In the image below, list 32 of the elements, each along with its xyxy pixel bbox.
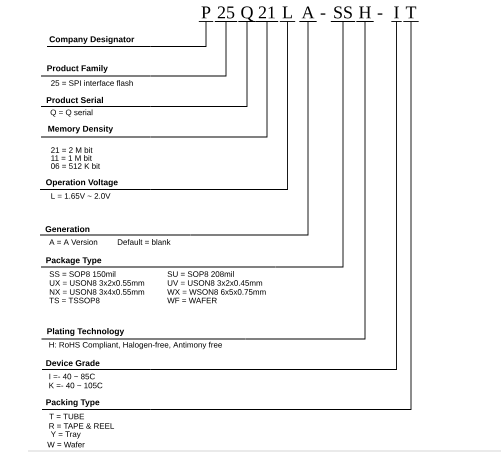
leader-line [150,21,397,370]
code-letter: P [198,6,214,22]
separator-dash: - [378,13,382,15]
section-heading: Device Grade [46,360,100,366]
code-letter: L [279,6,296,22]
code-letter: H [356,6,374,22]
leader-line [150,21,288,190]
section-heading: Memory Density [48,126,114,134]
code-letter: SS [330,6,356,22]
section-heading: Product Serial [46,96,103,104]
section-heading: Generation [46,226,90,232]
leader-line [150,21,248,107]
section-heading: Packing Type [46,399,100,407]
leader-line [244,21,366,340]
section-heading: Product Family [47,65,108,73]
code-letter: A [298,6,318,22]
code-letter: Q [238,6,256,22]
code-letter: 25 [214,6,238,22]
leader-line [190,21,308,236]
leader-line [150,21,268,138]
code-letter: T [402,6,420,22]
leader-line [150,21,412,410]
section-heading: Plating Technology [47,328,124,336]
code-letter: I [390,6,402,22]
separator-dash: - [320,13,326,15]
section-heading: Operation Voltage [46,179,118,187]
code-letter: 21 [255,6,279,22]
leader-line [150,21,226,76]
section-heading: Package Type [46,257,102,265]
leader-line [150,21,206,47]
section-heading: Company Designator [50,36,134,44]
leader-line [274,21,344,268]
